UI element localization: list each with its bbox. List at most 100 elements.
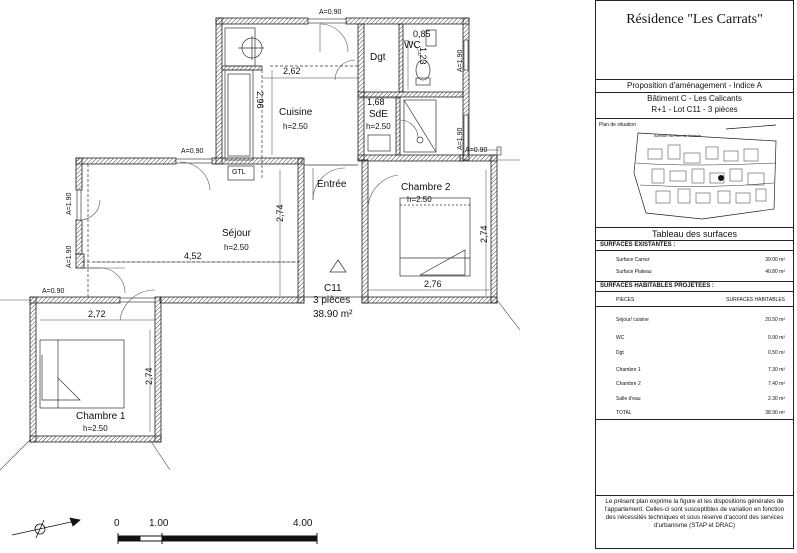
- dim-sejour-width: 4,52: [184, 251, 202, 261]
- room-name-chambre2: Chambre 2: [401, 182, 451, 193]
- gtl-box: [227, 165, 255, 181]
- window-label-sejour-left1: A=1.90: [66, 192, 73, 215]
- dimension-lines: [40, 40, 490, 432]
- surface-row-value: 7.40 m²: [768, 381, 785, 387]
- wall-sejour-top-left: [75, 157, 177, 165]
- avenue-label: Avenue du Roc de l'entrée: [654, 133, 701, 138]
- wall-sde-bottom: [357, 154, 464, 162]
- dim-ch1-depth: 2,74: [144, 367, 154, 385]
- surface-row-label: Chambre 2: [616, 381, 641, 387]
- room-name-chambre1: Chambre 1: [76, 411, 126, 422]
- wall-wc-left: [398, 23, 404, 93]
- surfaces-existantes-header: SURFACES EXISTANTES :: [600, 242, 676, 248]
- lot-area: 38.90 m²: [313, 309, 353, 320]
- room-height-chambre2: h=2.50: [407, 195, 432, 204]
- dim-ch2-width: 2,76: [424, 279, 442, 289]
- wall-sejour-left-mid: [75, 219, 83, 255]
- project-title: Résidence "Les Carrats": [626, 12, 763, 27]
- wall-sejour-left-top: [75, 157, 83, 191]
- room-name-wc: WC: [404, 40, 421, 51]
- surface-total-value: 38.90 m²: [765, 410, 785, 416]
- scale-bar: [117, 533, 318, 544]
- surface-row-value: 20.50 m²: [765, 317, 785, 323]
- existante-label-2: Surface Plateau: [616, 269, 652, 275]
- dim-sejour-depth: 2,74: [275, 204, 285, 222]
- lot-line: R+1 - Lot C11 - 3 pièces: [651, 105, 738, 114]
- wall-sde-left: [395, 96, 401, 156]
- plan-situation-label: Plan de situation: [599, 122, 636, 128]
- surface-row-label: WC: [616, 335, 625, 341]
- wall-sejour-right: [297, 157, 305, 304]
- situation-map: [633, 124, 777, 220]
- lot-code: C11: [324, 283, 342, 294]
- surface-row-value: 0.90 m²: [768, 335, 785, 341]
- dim-cuisine-depth: 2,96: [255, 91, 265, 109]
- window-label-ch2: A=0.90: [465, 147, 488, 154]
- window-label-wc: A=1.90: [457, 49, 464, 72]
- exterior-lines: [0, 149, 521, 471]
- surface-row-value: 2.30 m²: [768, 396, 785, 402]
- surfaces-table-title: Tableau des surfaces: [651, 229, 738, 239]
- wall-ch2-bottom: [361, 296, 498, 304]
- room-height-chambre1: h=2.50: [83, 424, 108, 433]
- dim-dgt: 1,68: [367, 97, 385, 107]
- room-name-dgt: Dgt: [370, 52, 386, 63]
- title-block: Résidence "Les Carrats" Proposition d'am…: [595, 0, 794, 549]
- room-height-sejour: h=2.50: [224, 243, 249, 252]
- room-name-sde: SdE: [369, 109, 388, 120]
- wall-sejour-bottom: [159, 296, 305, 304]
- gtl-label: GTL: [232, 169, 246, 176]
- north-arrow-icon: [11, 517, 81, 539]
- surface-row-label: Séjour/ cuisine: [616, 317, 649, 323]
- room-height-sde: h=2.50: [366, 122, 391, 131]
- wall-ch1-top: [29, 296, 121, 304]
- wall-sde-top: [357, 91, 464, 98]
- wall-sejour-top-right: [211, 157, 303, 165]
- wall-ch2-top-right: [459, 154, 498, 162]
- walls: [29, 17, 498, 443]
- scale-label-0: 0: [114, 518, 120, 529]
- surface-row-value: 0.50 m²: [768, 350, 785, 356]
- wall-top-right: [345, 17, 470, 25]
- room-name-entree: Entrée: [317, 179, 347, 190]
- dim-wc-depth: 1,23: [418, 47, 428, 65]
- wall-ch2-right: [490, 154, 498, 304]
- existante-label-1: Surface Carrez: [616, 257, 650, 263]
- surfaces-projetees-header: SURFACES HABITABLES PROJETEES :: [600, 283, 714, 289]
- window-label-sde: A=1.90: [457, 127, 464, 150]
- cooktop: [224, 27, 256, 67]
- batiment-line: Bâtiment C - Les Calicants: [647, 94, 742, 103]
- room-name-cuisine: Cuisine: [279, 107, 313, 118]
- wall-ch1-left: [29, 296, 37, 443]
- surface-row-label: Salle d'eau: [616, 396, 641, 402]
- proposition-line: Proposition d'aménagement - Indice A: [627, 81, 762, 90]
- window-label-top: A=0.90: [319, 9, 342, 16]
- scale-label-1: 1.00: [149, 518, 169, 529]
- room-name-sejour: Séjour: [222, 228, 251, 239]
- window-label-sejour-top: A=0.90: [181, 148, 204, 155]
- surface-row-label: Chambre 1: [616, 367, 641, 373]
- dim-wc-width: 0,85: [413, 29, 431, 39]
- wall-ch1-bottom: [29, 435, 162, 443]
- window-label-sejour-left2: A=1.90: [66, 245, 73, 268]
- existante-value-1: 39.00 m²: [765, 257, 785, 263]
- kitchen-counter: [224, 69, 254, 161]
- wall-cuisine-left: [215, 17, 223, 165]
- windows: [76, 18, 502, 303]
- room-height-cuisine: h=2.50: [283, 122, 308, 131]
- door-swings: [79, 23, 420, 321]
- wall-sejour-left-low: [75, 253, 85, 269]
- scale-label-4: 4.00: [293, 518, 313, 529]
- dim-cuisine-width: 2,62: [283, 66, 301, 76]
- window-label-ch1: A=0.90: [42, 288, 65, 295]
- dim-ch2-depth: 2,74: [479, 225, 489, 243]
- lot-pieces: 3 pièces: [313, 295, 351, 306]
- surface-row-value: 7.30 m²: [768, 367, 785, 373]
- wall-ch2-left: [361, 159, 369, 304]
- disclaimer-note: Le présent plan exprime la figure et les…: [604, 498, 785, 530]
- surface-row-label: Dgt: [616, 350, 624, 356]
- floor-plan: [0, 17, 521, 544]
- interior-lines: [39, 27, 471, 409]
- existante-value-2: 40.80 m²: [765, 269, 785, 275]
- wall-cuisine-top-interior: [221, 65, 263, 71]
